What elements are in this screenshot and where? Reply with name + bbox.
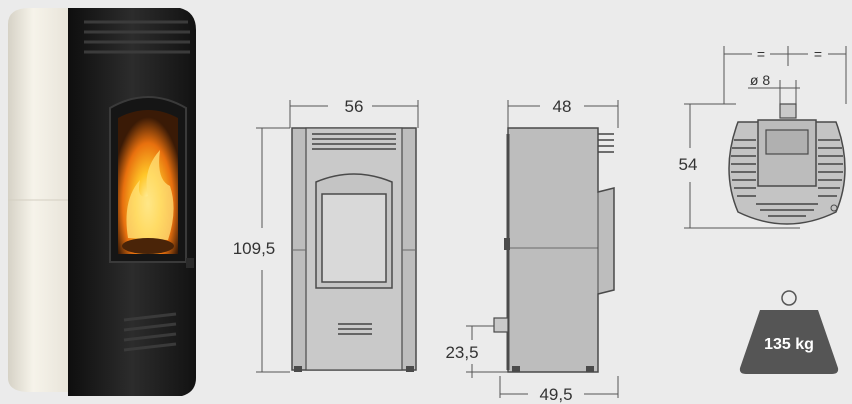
top-bottom-louvres (756, 203, 818, 217)
top-diameter-dimension (748, 80, 800, 104)
side-depth-dimension (499, 376, 619, 398)
side-depth-label: 49,5 (539, 385, 572, 404)
side-body (507, 127, 615, 373)
top-grille (84, 20, 190, 54)
front-width-label: 56 (345, 97, 364, 116)
top-equal-dimension (723, 46, 847, 104)
weight-ring (781, 290, 797, 306)
top-left-louvres (731, 139, 756, 197)
side-width-dimension (507, 100, 619, 128)
weight-icon (739, 310, 839, 374)
outlet-height-label: 23,5 (445, 343, 478, 362)
side-width-label: 48 (553, 97, 572, 116)
bottom-vents (123, 312, 177, 352)
side-grille (598, 133, 614, 153)
flame (126, 150, 174, 240)
front-window (321, 193, 387, 283)
weight-label: 135 kg (764, 336, 814, 353)
door-handle (186, 258, 194, 268)
side-outlet (493, 317, 509, 333)
top-hopper-inner (765, 129, 809, 155)
top-outlet (779, 103, 797, 119)
stove-photo (8, 8, 196, 396)
top-depth-label: 54 (679, 155, 698, 174)
top-diameter-label: ø 8 (750, 72, 770, 88)
front-height-dimension (256, 127, 290, 373)
top-view: = = ø 8 54 (679, 46, 847, 229)
side-view: 48 23,5 49 (445, 97, 619, 404)
weight-badge: 135 kg (739, 290, 839, 374)
top-equal-left-label: = (757, 46, 765, 62)
front-top-grille (312, 133, 396, 150)
top-depth-dimension (684, 103, 800, 229)
top-equal-right-label: = (814, 46, 822, 62)
front-vents (338, 323, 372, 335)
front-width-dimension (289, 100, 419, 128)
outlet-height-dimension (466, 325, 508, 378)
front-height-label: 109,5 (233, 239, 276, 258)
front-view: 56 109,5 (233, 97, 419, 373)
top-right-louvres (818, 139, 843, 197)
